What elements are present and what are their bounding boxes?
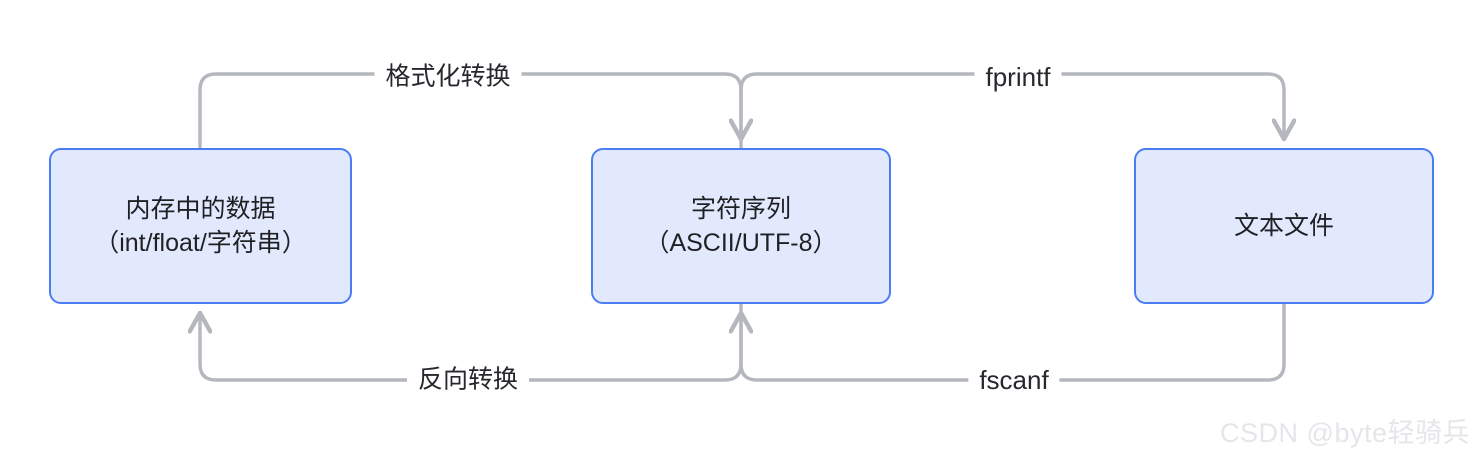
edge-label-fprintf: fprintf — [974, 64, 1062, 90]
node-char-sequence[interactable]: 字符序列 （ASCII/UTF-8） — [591, 148, 891, 304]
node-char-sequence-line-2: （ASCII/UTF-8） — [644, 229, 838, 257]
node-memory-data[interactable]: 内存中的数据 （int/float/字符串） — [49, 148, 352, 304]
edge-label-fscanf: fscanf — [968, 367, 1060, 393]
node-char-sequence-line-1: 字符序列 — [690, 194, 791, 223]
node-memory-data-line-1: 内存中的数据 — [125, 194, 276, 223]
edge-label-format-conversion: 格式化转换 — [374, 64, 522, 90]
edge-label-reverse-conversion: 反向转换 — [406, 367, 530, 393]
node-text-file[interactable]: 文本文件 — [1134, 148, 1434, 304]
node-memory-data-line-2: （int/float/字符串） — [94, 229, 307, 257]
csdn-watermark: CSDN @byte轻骑兵 — [1220, 418, 1470, 448]
node-text-file-line-1: 文本文件 — [1233, 211, 1334, 240]
